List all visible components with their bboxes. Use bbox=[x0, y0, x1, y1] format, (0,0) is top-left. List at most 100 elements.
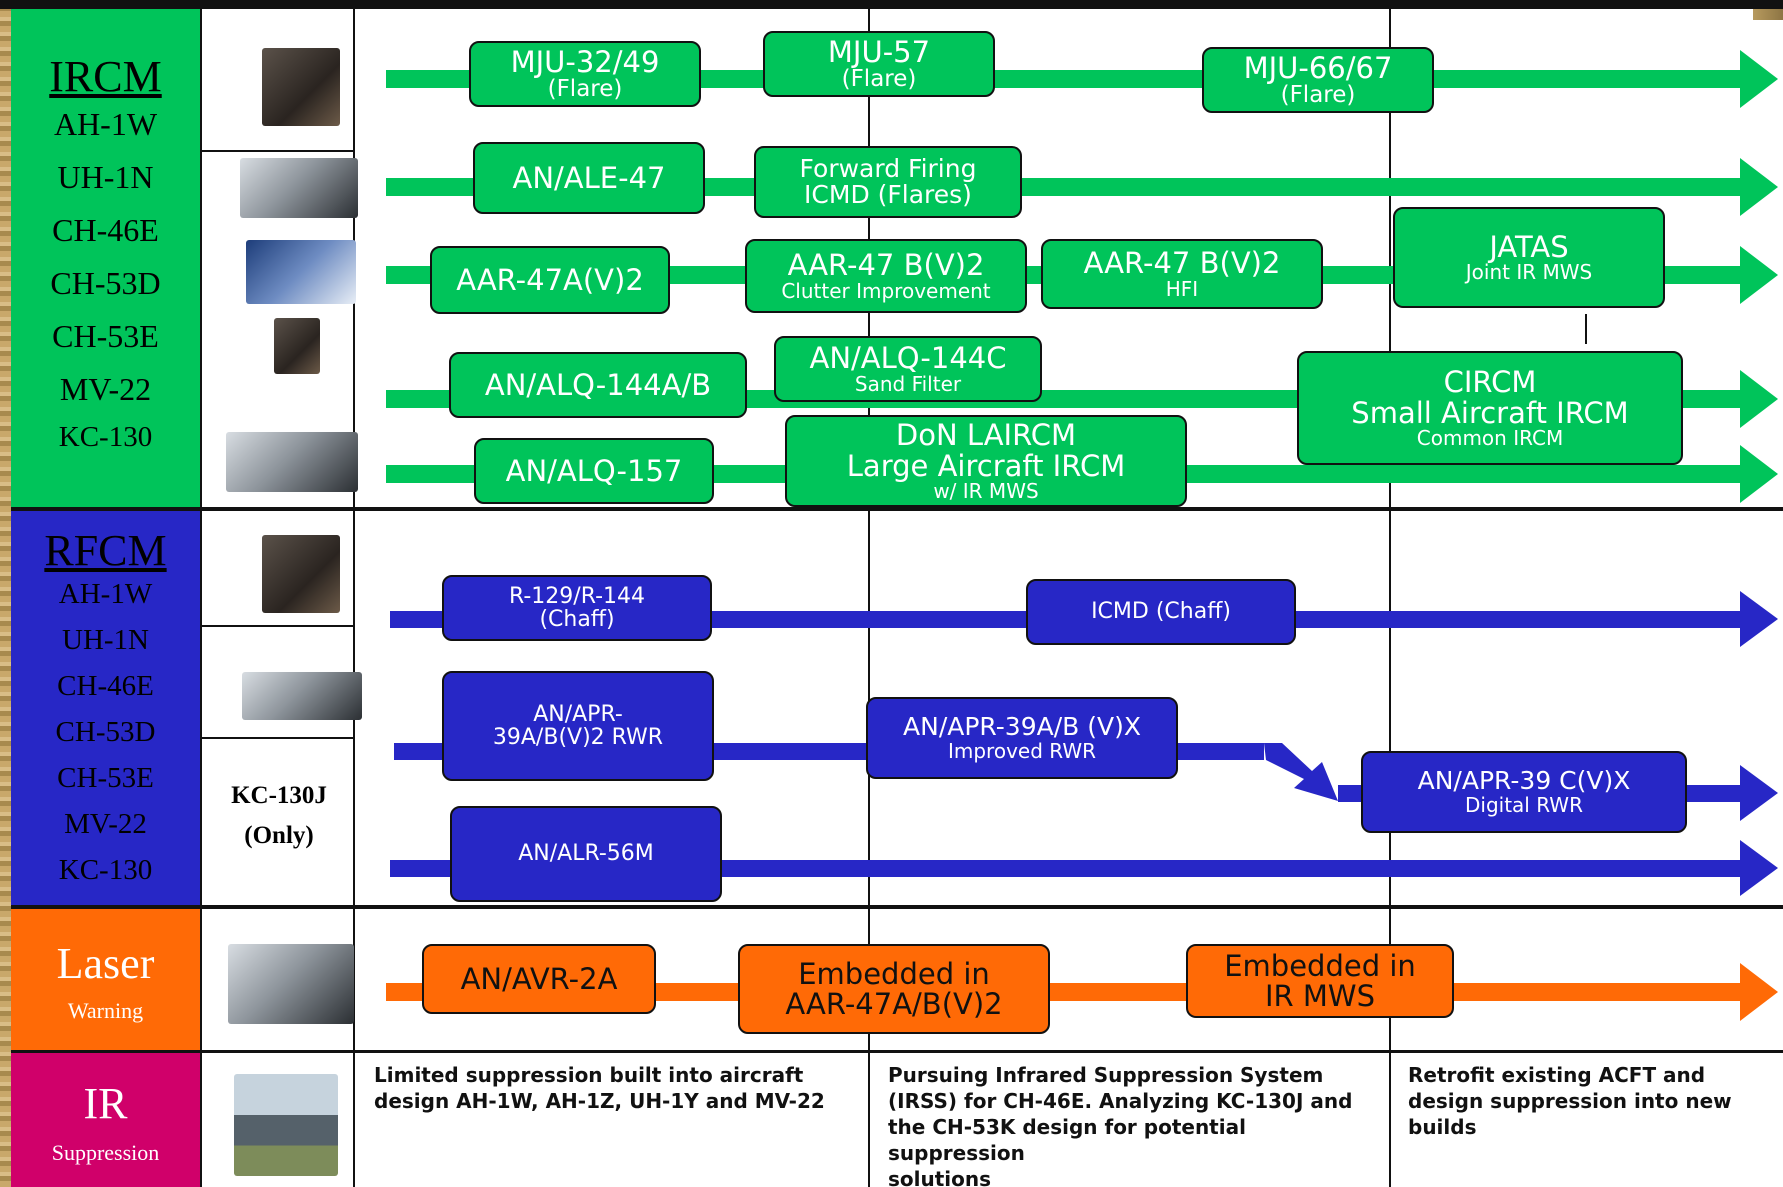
rfcm-box: AN/APR- 39A/B(V)2 RWR bbox=[442, 671, 714, 781]
box-title: AN/ALR-56M bbox=[518, 841, 654, 867]
laser-box: AN/AVR-2A bbox=[422, 944, 656, 1014]
box-subtitle: Improved RWR bbox=[947, 738, 1097, 763]
rfcm-apr39-set-image bbox=[242, 672, 362, 720]
ircm-box: AAR-47 B(V)2 HFI bbox=[1041, 239, 1323, 309]
ircm-arrow-shaft bbox=[386, 178, 1746, 196]
section-divider bbox=[11, 1050, 1783, 1053]
ircm-box: AN/ALQ-144A/B bbox=[449, 352, 747, 418]
rfcm-platform: KC-130 bbox=[58, 854, 153, 886]
rfcm-platform: MV-22 bbox=[64, 808, 147, 840]
box-title: R-129/R-144 bbox=[508, 583, 646, 609]
rfcm-platform: CH-46E bbox=[57, 670, 154, 702]
note-line: Pursuing Infrared Suppression System bbox=[888, 1063, 1324, 1087]
ircm-box: DoN LAIRCM Large Aircraft IRCM w/ IR MWS bbox=[785, 415, 1187, 507]
suppression-note: Pursuing Infrared Suppression System (IR… bbox=[888, 1062, 1384, 1187]
box-title: AN/ALQ-157 bbox=[505, 453, 683, 488]
box-title: ICMD (Chaff) bbox=[1091, 599, 1231, 625]
rfcm-platform: CH-53D bbox=[55, 716, 156, 748]
box-title: Forward Firing bbox=[799, 153, 977, 183]
ircm-box: JATAS Joint IR MWS bbox=[1393, 207, 1665, 308]
box-subtitle: (Flare) bbox=[1280, 82, 1356, 109]
kc130j-only-note: KC-130J (Only) bbox=[204, 776, 354, 856]
top-border bbox=[0, 0, 1783, 9]
ircm-box: CIRCM Small Aircraft IRCM Common IRCM bbox=[1297, 351, 1683, 465]
kc130j-label: KC-130J bbox=[231, 782, 327, 809]
box-note: w/ IR MWS bbox=[933, 478, 1039, 503]
rfcm-box: AN/ALR-56M bbox=[450, 806, 722, 902]
box-subtitle: (Flare) bbox=[547, 76, 623, 103]
laser-title: Laser bbox=[56, 939, 155, 988]
box-subtitle: IR MWS bbox=[1264, 979, 1376, 1013]
box-title: AN/ALQ-144C bbox=[809, 341, 1007, 376]
note-line: Limited suppression built into aircraft bbox=[374, 1063, 804, 1087]
ircm-arrow-head bbox=[1740, 246, 1778, 304]
irs-title: IR bbox=[83, 1079, 128, 1128]
laser-box: Embedded in IR MWS bbox=[1186, 944, 1454, 1018]
ircm-platform: KC-130 bbox=[58, 421, 153, 453]
rfcm-title: RFCM bbox=[44, 526, 167, 575]
ircm-platform: AH-1W bbox=[53, 106, 158, 142]
ircm-arrow-head bbox=[1740, 370, 1778, 428]
box-title: MJU-66/67 bbox=[1243, 50, 1393, 85]
box-title: CIRCM bbox=[1443, 365, 1537, 400]
box-subtitle: 39A/B(V)2 RWR bbox=[492, 725, 664, 750]
rfcm-arrow-head bbox=[1740, 840, 1778, 896]
box-subtitle: HFI bbox=[1165, 276, 1199, 301]
rfcm-arrow-bend bbox=[1264, 743, 1338, 801]
note-line: design suppression into new bbox=[1408, 1089, 1732, 1113]
ircm-platform: UH-1N bbox=[57, 159, 154, 195]
timeline-divider bbox=[868, 9, 870, 1187]
photo-divider bbox=[202, 737, 355, 739]
irs-helicopter-image bbox=[234, 1074, 338, 1176]
box-subtitle: Clutter Improvement bbox=[781, 278, 991, 303]
ircm-platform: CH-53E bbox=[52, 318, 159, 354]
rfcm-platform: CH-53E bbox=[57, 762, 154, 794]
section-divider bbox=[11, 905, 1783, 909]
ircm-alq144-image bbox=[274, 318, 320, 374]
ircm-box: AN/ALE-47 bbox=[473, 142, 705, 214]
ircm-platform: MV-22 bbox=[59, 371, 152, 407]
box-title: AN/ALE-47 bbox=[512, 160, 666, 195]
irs-subtitle: Suppression bbox=[51, 1140, 160, 1165]
box-subtitle: Small Aircraft IRCM bbox=[1351, 395, 1629, 430]
note-line: solutions bbox=[888, 1167, 992, 1187]
laser-avr2a-set-image bbox=[228, 944, 354, 1024]
rfcm-arrow-shaft bbox=[390, 860, 1746, 877]
ircm-box: AAR-47A(V)2 bbox=[430, 246, 670, 314]
box-title: JATAS bbox=[1489, 229, 1569, 264]
rfcm-platform: AH-1W bbox=[58, 578, 153, 610]
note-line: builds bbox=[1408, 1115, 1477, 1139]
box-subtitle: AAR-47A/B(V)2 bbox=[785, 987, 1003, 1021]
laser-box: Embedded in AAR-47A/B(V)2 bbox=[738, 944, 1050, 1034]
box-subtitle: ICMD (Flares) bbox=[804, 180, 972, 209]
ircm-platform: CH-53D bbox=[50, 265, 161, 301]
ircm-aar47-set-image bbox=[246, 240, 356, 304]
box-note: Common IRCM bbox=[1416, 425, 1564, 450]
note-line: Retrofit existing ACFT and bbox=[1408, 1063, 1706, 1087]
ircm-platform: CH-46E bbox=[52, 212, 159, 248]
ircm-arrow-head bbox=[1740, 158, 1778, 216]
ircm-platforms: AH-1W UH-1N CH-46E CH-53D CH-53E MV-22 K… bbox=[11, 106, 200, 454]
ircm-box: MJU-57 (Flare) bbox=[763, 31, 995, 97]
box-subtitle: (Chaff) bbox=[539, 607, 615, 632]
box-title: Embedded in bbox=[1224, 948, 1416, 983]
note-line: design AH-1W, AH-1Z, UH-1Y and MV-22 bbox=[374, 1089, 825, 1113]
box-title: AN/APR-39 C(V)X bbox=[1417, 766, 1631, 796]
ircm-box: MJU-66/67 (Flare) bbox=[1202, 47, 1434, 113]
rfcm-box: R-129/R-144 (Chaff) bbox=[442, 575, 712, 641]
box-subtitle: (Flare) bbox=[841, 66, 917, 93]
box-title: MJU-32/49 bbox=[510, 44, 660, 79]
laser-arrow-head bbox=[1740, 963, 1778, 1021]
rfcm-box: AN/APR-39A/B (V)X Improved RWR bbox=[866, 697, 1178, 779]
box-subtitle: Digital RWR bbox=[1465, 792, 1583, 817]
suppression-note: Retrofit existing ACFT and design suppre… bbox=[1408, 1062, 1768, 1140]
ircm-box: AN/ALQ-157 bbox=[474, 438, 714, 504]
jatas-circm-connector bbox=[1585, 314, 1587, 344]
ircm-alq157-set-image bbox=[226, 432, 358, 492]
ircm-box: Forward Firing ICMD (Flares) bbox=[754, 146, 1022, 218]
box-subtitle: Large Aircraft IRCM bbox=[846, 448, 1126, 483]
box-subtitle: Sand Filter bbox=[854, 371, 962, 396]
kc130j-only-label: (Only) bbox=[244, 822, 314, 849]
ircm-box: AAR-47 B(V)2 Clutter Improvement bbox=[745, 239, 1027, 313]
box-title: AN/APR- bbox=[533, 701, 623, 727]
